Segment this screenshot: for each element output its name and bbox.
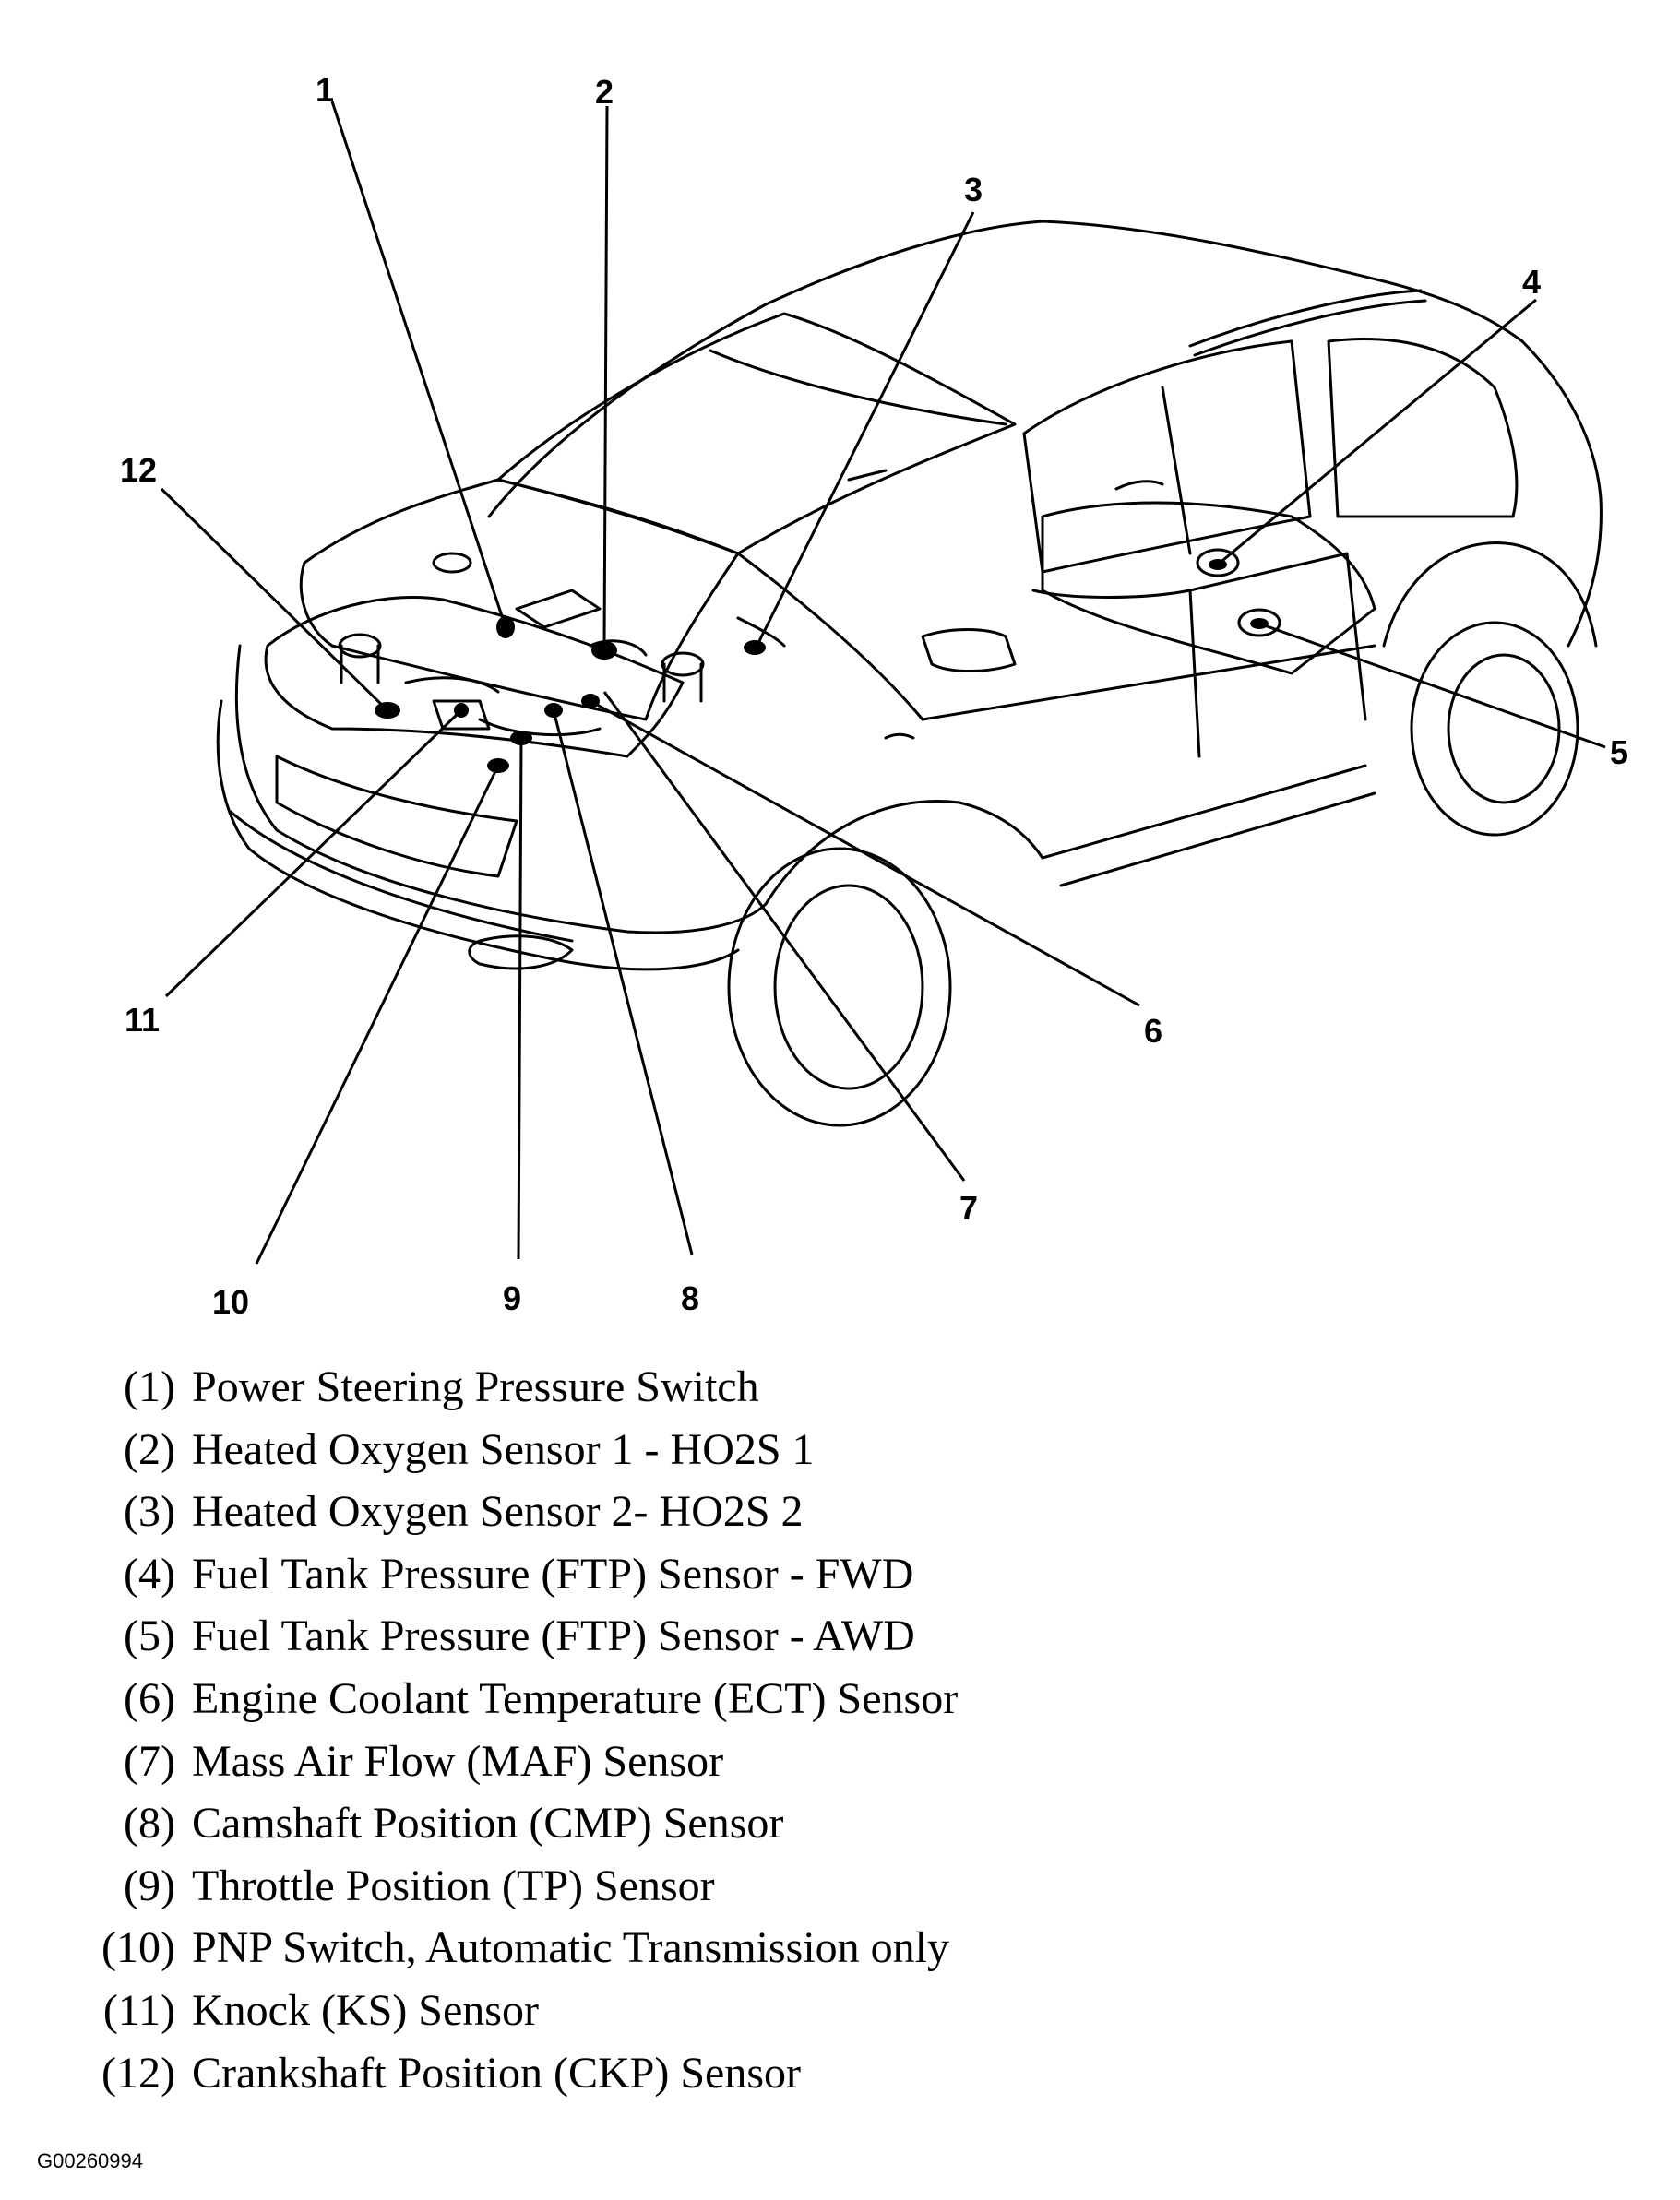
figure-id: G00260994	[37, 2149, 143, 2172]
legend-item-12: (12) Crankshaft Position (CKP) Sensor	[83, 2042, 1375, 2105]
legend-label: Camshaft Position (CMP) Sensor	[192, 1799, 784, 1849]
callout-7: 7	[959, 1189, 978, 1227]
legend-number: (2)	[124, 1424, 175, 1474]
leader-lines	[160, 101, 1606, 1265]
callout-10: 10	[212, 1283, 249, 1321]
legend-label: Throttle Position (TP) Sensor	[192, 1861, 715, 1910]
legend-item-10: (10) PNP Switch, Automatic Transmission o…	[83, 1917, 1375, 1980]
legend-item-1: (1) Power Steering Pressure Switch	[83, 1356, 1375, 1419]
leader-line-4	[1217, 298, 1537, 566]
callout-4: 4	[1522, 263, 1541, 301]
legend-number: (6)	[124, 1673, 175, 1723]
leader-line-3	[753, 211, 975, 651]
leader-line-6	[590, 699, 1140, 1007]
leader-line-12	[160, 487, 389, 712]
legend-label: Heated Oxygen Sensor 2- HO2S 2	[192, 1487, 804, 1537]
leader-line-11	[164, 708, 463, 998]
callout-12: 12	[120, 451, 157, 489]
legend-item-7: (7) Mass Air Flow (MAF) Sensor	[83, 1730, 1375, 1793]
legend-item-8: (8) Camshaft Position (CMP) Sensor	[83, 1792, 1375, 1855]
leader-line-1	[330, 101, 507, 628]
callout-numbers: 1 2 3 4 5 6 7 8 9 10 11 12	[120, 71, 1628, 1321]
leader-line-10	[255, 765, 500, 1265]
legend-label: Mass Air Flow (MAF) Sensor	[192, 1736, 724, 1786]
legend-label: PNP Switch, Automatic Transmission only	[192, 1923, 950, 1973]
legend-label: Crankshaft Position (CKP) Sensor	[192, 2048, 801, 2098]
leader-line-7	[602, 691, 966, 1182]
legend-item-3: (3) Heated Oxygen Sensor 2- HO2S 2	[83, 1481, 1375, 1543]
legend-number: (5)	[124, 1611, 175, 1661]
legend-number: (12)	[101, 2048, 175, 2098]
legend-number: (9)	[124, 1861, 175, 1910]
legend-number: (10)	[101, 1923, 175, 1973]
legend-number: (8)	[124, 1799, 175, 1849]
legend-label: Engine Coolant Temperature (ECT) Sensor	[192, 1673, 959, 1723]
legend-number: (11)	[102, 1985, 175, 2035]
legend-number: (7)	[124, 1736, 175, 1786]
sensor-legend: (1) Power Steering Pressure Switch (2) Hea…	[83, 1356, 1375, 2104]
legend-item-6: (6) Engine Coolant Temperature (ECT) Sens…	[83, 1668, 1375, 1730]
callout-1: 1	[316, 71, 334, 109]
callout-5: 5	[1610, 733, 1628, 771]
legend-label: Power Steering Pressure Switch	[192, 1362, 759, 1411]
legend-label: Fuel Tank Pressure (FTP) Sensor - AWD	[192, 1611, 915, 1661]
leader-line-5	[1258, 622, 1606, 749]
sensor-marker-2	[591, 641, 617, 660]
legend-label: Heated Oxygen Sensor 1 - HO2S 1	[192, 1424, 815, 1474]
legend-item-4: (4) Fuel Tank Pressure (FTP) Sensor - FWD	[83, 1543, 1375, 1606]
callout-6: 6	[1144, 1012, 1162, 1050]
callout-8: 8	[681, 1279, 699, 1317]
leader-line-8	[552, 709, 694, 1255]
vehicle-illustration: 1 2 3 4 5 6 7 8 9 10 11 12	[120, 71, 1628, 1321]
legend-item-2: (2) Heated Oxygen Sensor 1 - HO2S 1	[83, 1419, 1375, 1481]
legend-item-11: (11) Knock (KS) Sensor	[83, 1980, 1375, 2042]
callout-9: 9	[503, 1279, 521, 1317]
sensor-location-diagram: 1 2 3 4 5 6 7 8 9 10 11 12	[120, 71, 1628, 1321]
callout-3: 3	[964, 171, 983, 208]
legend-label: Fuel Tank Pressure (FTP) Sensor - FWD	[192, 1549, 914, 1599]
callout-2: 2	[595, 73, 614, 111]
legend-label: Knock (KS) Sensor	[192, 1985, 539, 2035]
legend-item-5: (5) Fuel Tank Pressure (FTP) Sensor - AWD	[83, 1605, 1375, 1668]
callout-11: 11	[125, 1001, 160, 1039]
leader-line-2	[602, 105, 609, 647]
vehicle-outline	[216, 220, 1603, 1127]
legend-number: (1)	[124, 1362, 175, 1411]
legend-number: (4)	[124, 1549, 175, 1599]
leader-line-9	[517, 737, 523, 1260]
legend-number: (3)	[124, 1487, 175, 1537]
legend-item-9: (9) Throttle Position (TP) Sensor	[83, 1855, 1375, 1918]
